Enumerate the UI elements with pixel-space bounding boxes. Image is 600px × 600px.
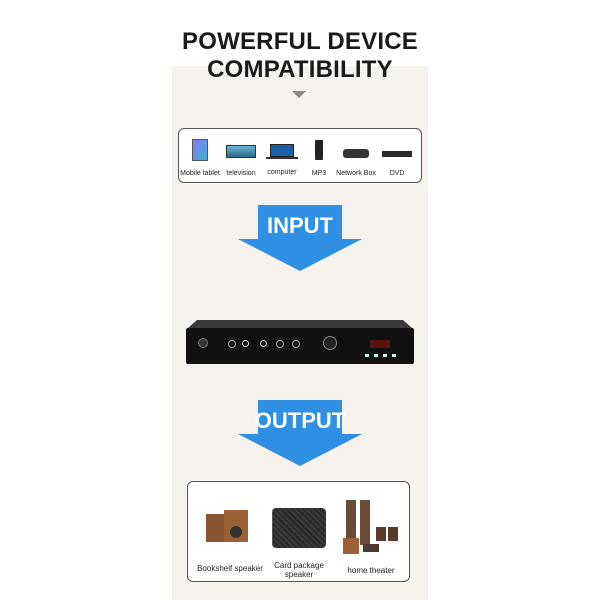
input-devices-box: Mobile tablet television computer MP3 Ne… (178, 128, 422, 183)
device-label: computer (267, 169, 297, 176)
chevron-down-icon (292, 91, 306, 98)
network-box-icon (343, 149, 369, 158)
input-label: INPUT (267, 213, 333, 238)
device-label: Mobile tablet (180, 170, 220, 177)
device-label: MP3 (311, 170, 327, 177)
speaker-label: Bookshelf speaker (197, 564, 263, 573)
title-line-2: COMPATIBILITY (207, 56, 393, 83)
arrow-down-icon (238, 400, 362, 466)
device-network-box: Network Box (336, 129, 376, 177)
speaker-label: Card package speaker (274, 561, 324, 579)
arrow-down-icon (238, 205, 362, 271)
tv-icon (226, 145, 256, 158)
device-label: television (226, 170, 256, 177)
device-tv: television (221, 129, 261, 177)
mp3-player-icon (315, 140, 323, 160)
amplifier-image (180, 320, 420, 368)
output-speakers-box: Bookshelf speaker Card package speaker h… (187, 481, 410, 582)
tablet-icon (192, 139, 208, 161)
output-arrow: OUTPUT (236, 400, 364, 466)
device-dvd: DVD (377, 129, 417, 177)
device-label: DVD (389, 170, 405, 177)
input-arrow: INPUT (236, 205, 364, 271)
speaker-label: home theater (347, 566, 395, 575)
home-theater-icon (343, 500, 398, 555)
output-label: OUTPUT (254, 408, 346, 433)
device-mp3: MP3 (299, 129, 339, 177)
dvd-player-icon (382, 151, 412, 157)
card-speaker-icon (272, 508, 326, 548)
title-line-1: POWERFUL DEVICE (182, 28, 418, 55)
device-tablet: Mobile tablet (180, 129, 220, 177)
device-computer: computer (262, 129, 302, 176)
device-label: Network Box (336, 170, 376, 177)
laptop-icon (270, 144, 294, 157)
bookshelf-speaker-icon (206, 510, 252, 542)
